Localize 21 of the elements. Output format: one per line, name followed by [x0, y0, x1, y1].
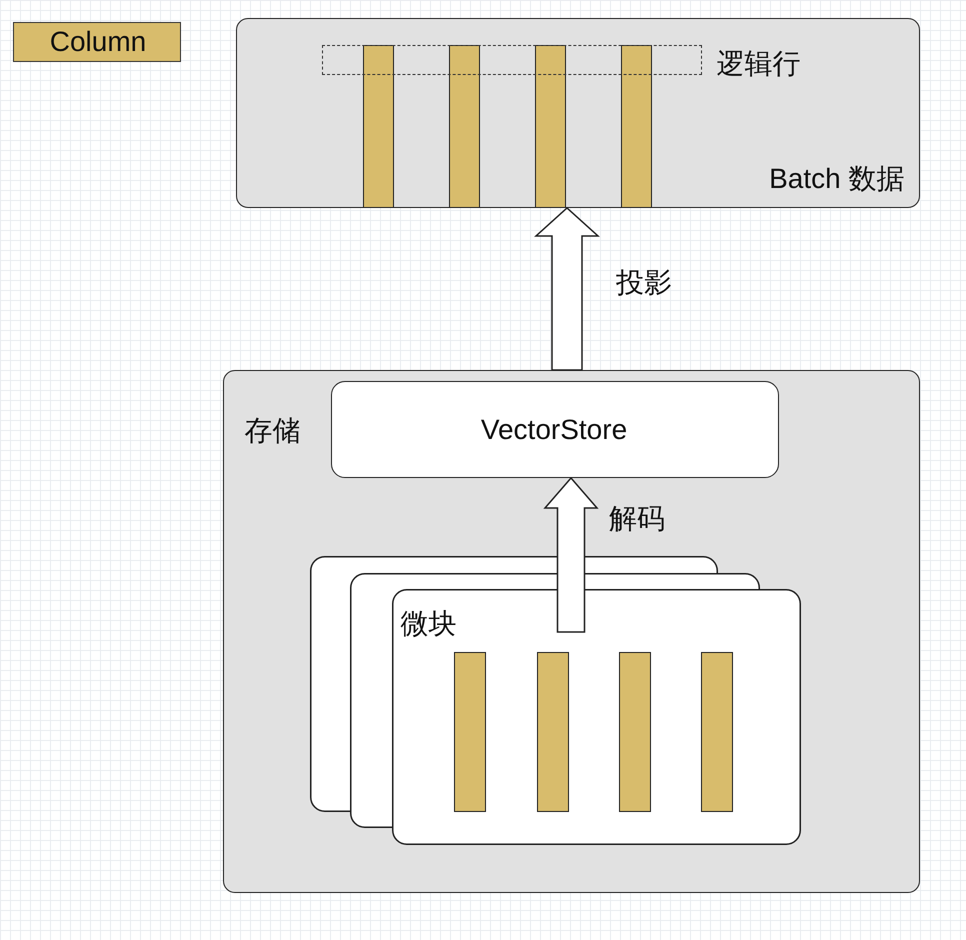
card-title: 微块: [400, 607, 456, 640]
box-label: VectorStore: [480, 414, 628, 446]
edge-label: 投影: [616, 266, 672, 300]
column-bar: [534, 44, 566, 208]
column-bar: [620, 44, 652, 208]
column-bar: [618, 652, 650, 812]
row-label: 逻辑行: [716, 47, 800, 80]
edge-label: 解码: [609, 502, 665, 536]
storage-panel: [223, 370, 920, 893]
panel-title: Batch 数据: [769, 162, 904, 195]
column-bar: [362, 44, 394, 208]
block-arrow: [534, 206, 600, 371]
block-arrow: [543, 476, 599, 633]
column-bar: [454, 652, 486, 812]
batch-panel: [236, 18, 920, 208]
legend-label: Column: [50, 26, 146, 58]
column-bar: [536, 652, 568, 812]
column-bar: [448, 44, 480, 208]
store-box: [330, 380, 778, 478]
panel-title: 存储: [244, 414, 300, 447]
column-bar: [700, 652, 732, 812]
